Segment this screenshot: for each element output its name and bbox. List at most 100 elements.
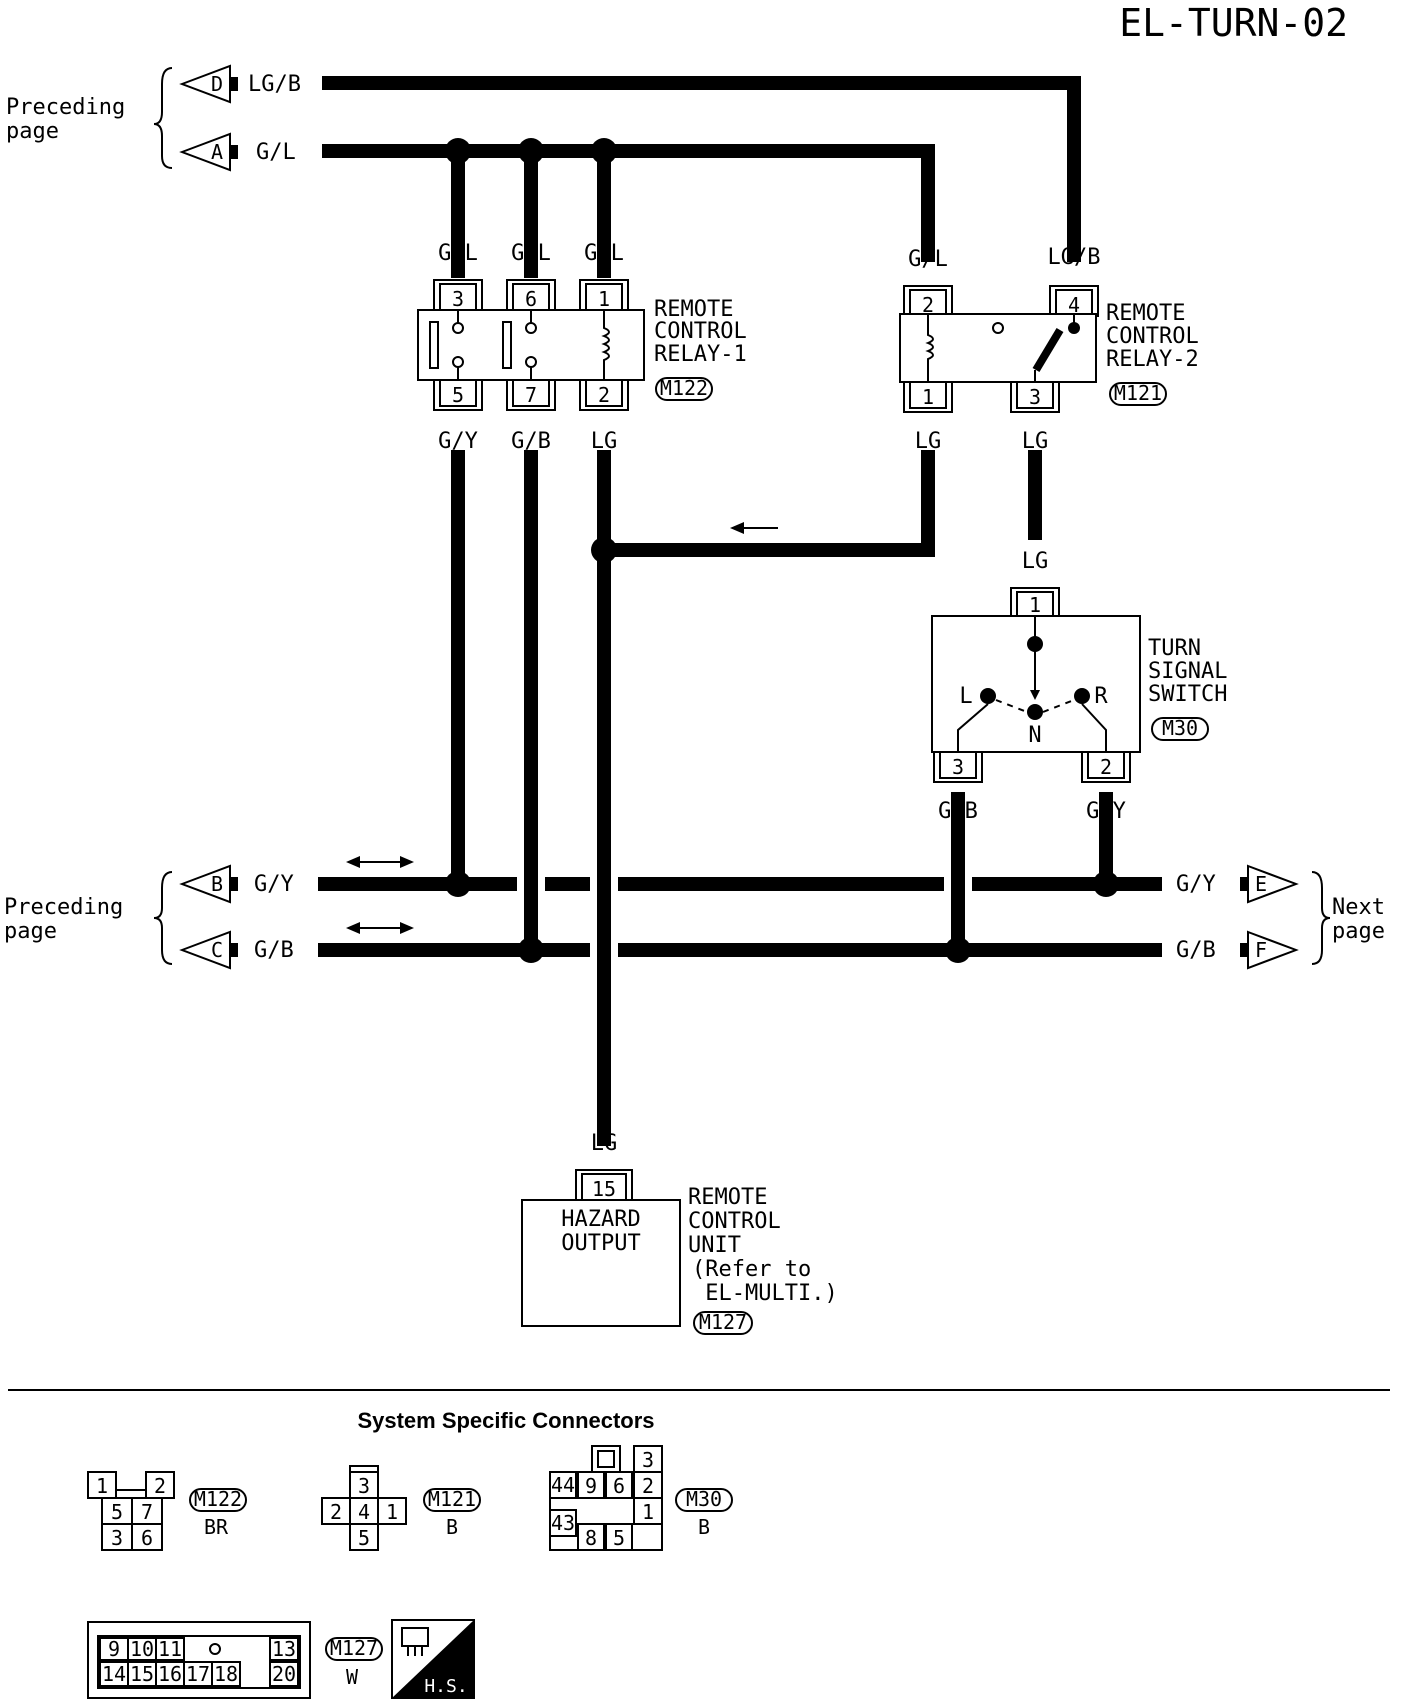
svg-text:1: 1 [386,1500,398,1524]
svg-text:LG: LG [1022,429,1049,454]
svg-text:3: 3 [952,755,964,779]
connector-view-m127: 9 10 11 13 14 15 16 17 18 20 M127 W [87,1621,383,1699]
svg-text:LG: LG [915,429,942,454]
section-title: System Specific Connectors [357,1408,654,1433]
svg-text:7: 7 [525,383,537,407]
svg-text:G/B: G/B [511,429,551,454]
switch-neutral-dot [1027,704,1043,720]
svg-text:G/Y: G/Y [1086,799,1126,824]
svg-text:4: 4 [1068,293,1080,317]
junction-dot [445,871,471,897]
svg-text:44: 44 [551,1473,575,1497]
hs-badge: H.S. [391,1619,475,1699]
svg-text:REMOTE: REMOTE [688,1185,767,1210]
svg-text:F: F [1255,938,1267,962]
junction-dot [591,537,617,563]
svg-text:G/L: G/L [511,241,551,266]
svg-text:LG: LG [1022,549,1049,574]
double-arrow-icon [346,922,414,934]
junction-dot [945,937,971,963]
svg-text:CONTROL: CONTROL [1106,324,1199,349]
offpage-connector-b: B G/Y [179,864,294,904]
svg-text:LG: LG [591,429,618,454]
svg-text:EL-MULTI.): EL-MULTI.) [692,1281,838,1306]
svg-text:M30: M30 [1162,716,1198,740]
svg-text:3: 3 [111,1526,123,1550]
switch-contact-icon [1032,327,1064,373]
circle-icon [209,1643,221,1655]
svg-text:G/L: G/L [256,140,296,165]
svg-text:3: 3 [642,1448,654,1472]
unit-body [521,1199,681,1327]
svg-text:1: 1 [598,287,610,311]
svg-text:SIGNAL: SIGNAL [1148,659,1227,684]
svg-text:B: B [698,1515,710,1539]
connector-id-badge [189,1488,247,1512]
svg-text:LG: LG [591,1131,618,1156]
svg-text:9: 9 [585,1474,597,1498]
preceding-page-label: Preceding page [4,895,136,944]
svg-text:LG/B: LG/B [1048,245,1101,270]
svg-text:G/L: G/L [438,241,478,266]
svg-text:3: 3 [1029,385,1041,409]
square-icon [597,1450,615,1468]
brace-icon [153,67,173,169]
svg-text:8: 8 [585,1526,597,1550]
svg-text:4: 4 [358,1500,370,1524]
svg-text:HAZARD: HAZARD [561,1207,640,1232]
svg-text:OUTPUT: OUTPUT [561,1231,640,1256]
wire-lgb-top [322,76,1081,262]
current-arrows [346,522,778,934]
svg-text:3: 3 [452,287,464,311]
page-code: EL-TURN-02 [1119,1,1348,45]
next-page: Next page [1311,871,1398,965]
junction-dot [591,138,617,164]
svg-text:G/Y: G/Y [254,872,294,897]
svg-text:2: 2 [1100,755,1112,779]
svg-text:H.S.: H.S. [424,1676,467,1697]
svg-text:RELAY-2: RELAY-2 [1106,347,1199,372]
svg-text:2: 2 [922,293,934,317]
svg-text:2: 2 [330,1500,342,1524]
svg-text:17: 17 [186,1662,210,1686]
connector-icon [401,1627,429,1656]
svg-text:1: 1 [922,385,934,409]
svg-text:5: 5 [358,1526,370,1550]
svg-text:D: D [211,72,223,96]
svg-text:G/B: G/B [938,799,978,824]
svg-text:11: 11 [158,1637,182,1661]
svg-text:5: 5 [111,1500,123,1524]
svg-text:L: L [959,684,972,709]
junction-dot [518,937,544,963]
svg-text:G/Y: G/Y [1176,872,1216,897]
svg-text:RELAY-1: RELAY-1 [654,342,747,367]
double-arrow-icon [346,856,414,868]
svg-text:2: 2 [642,1474,654,1498]
svg-text:M121: M121 [428,1487,476,1511]
arrow-left-icon [730,522,744,534]
preceding-page-label: Preceding page [6,95,138,144]
svg-text:UNIT: UNIT [688,1233,741,1258]
svg-text:N: N [1028,723,1041,748]
svg-text:20: 20 [272,1662,296,1686]
svg-text:1: 1 [96,1474,108,1498]
svg-text:W: W [346,1665,359,1689]
svg-text:BR: BR [204,1515,229,1539]
svg-text:2: 2 [154,1474,166,1498]
svg-text:5: 5 [613,1526,625,1550]
connector-view-m30: 3 44 9 6 2 1 43 8 5 M30 B [549,1445,733,1551]
offpage-connector-a: A G/L [179,132,296,172]
connector-id-badge [325,1637,383,1661]
turn-signal-switch: LG 1 L R N 3 2 G/B G/Y TURN SIGNAL SWITC… [931,549,1227,824]
svg-text:2: 2 [598,383,610,407]
svg-text:M122: M122 [660,376,708,400]
connector-id-badge [1151,717,1209,741]
svg-text:G/B: G/B [1176,938,1216,963]
next-page-label: Next page [1332,895,1398,944]
svg-text:6: 6 [613,1474,625,1498]
svg-text:G/B: G/B [254,938,294,963]
svg-text:M122: M122 [194,1487,242,1511]
junction-dot [518,138,544,164]
svg-text:5: 5 [452,383,464,407]
